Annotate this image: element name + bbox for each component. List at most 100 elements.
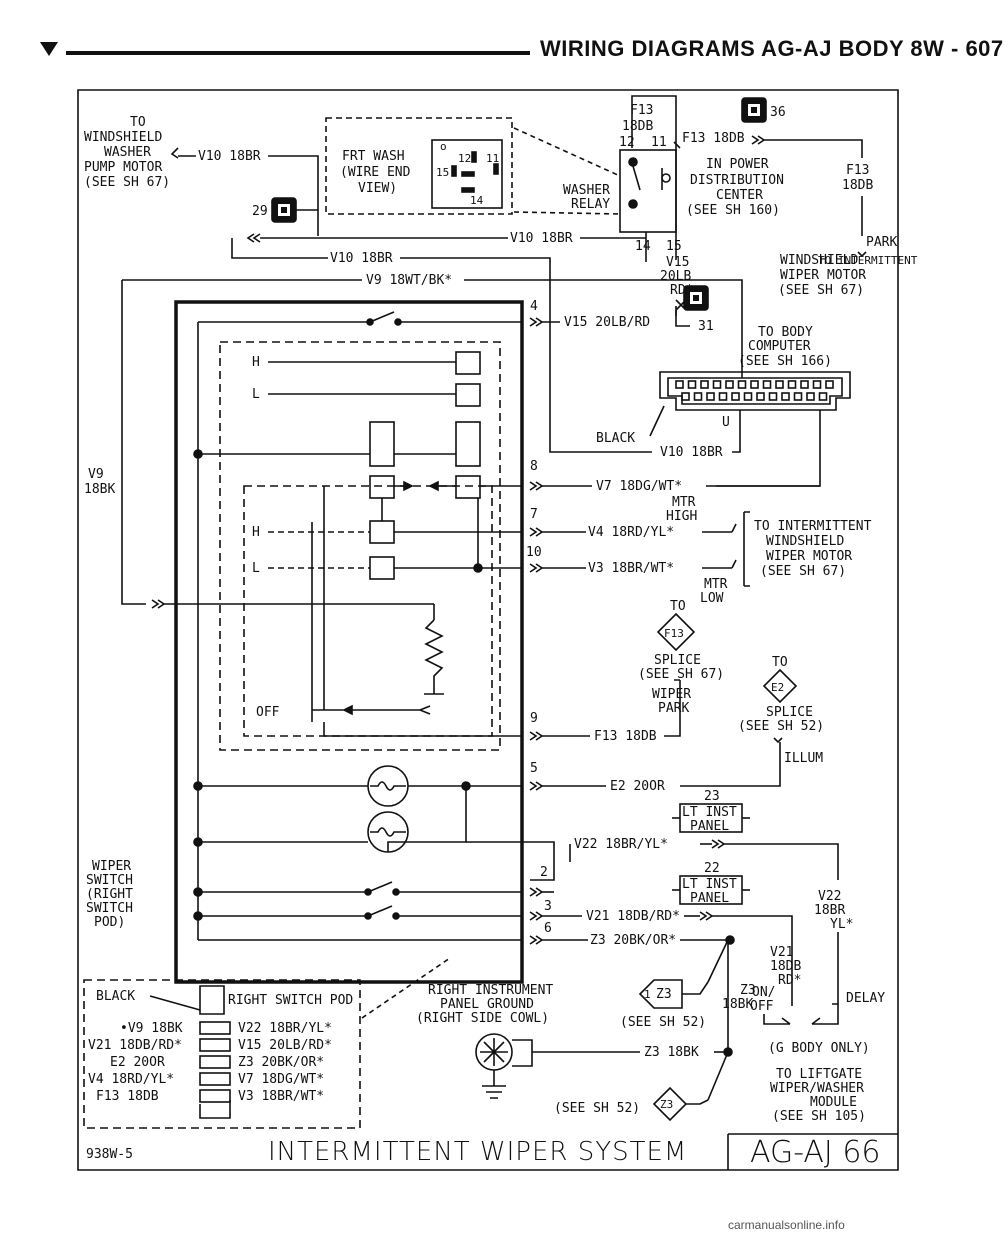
pod-row-left-label: F13 18DB: [96, 1089, 159, 1104]
wire-v10-loop: [231, 238, 328, 259]
label-pin-4: 4: [530, 299, 538, 314]
label-wiper-switch-4: POD): [94, 915, 125, 930]
label-conn-36: 36: [770, 105, 786, 120]
label-to-liftgate-1: WIPER/WASHER: [770, 1081, 864, 1096]
label-to-liftgate-3: (SEE SH 105): [772, 1109, 866, 1124]
label-v15-1: 20LB: [660, 269, 691, 284]
relay-contact: [632, 165, 641, 191]
label-v10-18br-b: V10 18BR: [510, 231, 573, 246]
header-rule: [66, 51, 530, 55]
label-socket-15: 15: [436, 166, 449, 179]
label-splice-52-1: (SEE SH 52): [738, 719, 824, 734]
wire-connector-mark: [529, 527, 544, 537]
wire-connector-mark: [246, 233, 261, 243]
label-z3-a: Z3: [656, 987, 672, 1002]
label-to-body-1: COMPUTER: [748, 339, 811, 354]
wire-v9-left: [121, 280, 146, 605]
label-v3-18br-wt: V3 18BR/WT*: [588, 561, 674, 576]
label-e2: E2: [771, 681, 784, 694]
label-page-code: AG-AJ 66: [750, 1135, 881, 1170]
label-relay-pin-12: 12: [619, 135, 635, 150]
label-f13-park-1: 18DB: [842, 178, 873, 193]
label-z3-1: 1: [644, 988, 651, 1001]
connector-pin: [768, 392, 778, 401]
label-diagram-title: INTERMITTENT WIPER SYSTEM: [268, 1137, 687, 1167]
connector-pin: [681, 392, 690, 401]
connector-pin: [793, 392, 803, 401]
label-ipdc-3: (SEE SH 160): [686, 203, 780, 218]
label-washer-relay-1: RELAY: [571, 197, 610, 212]
label-to-liftgate-0: TO LIFTGATE: [776, 1067, 862, 1082]
label-mtr-high-1: HIGH: [666, 509, 697, 524]
label-pod-title: RIGHT SWITCH POD: [228, 993, 353, 1008]
label-frt-wash-0: FRT WASH: [342, 149, 405, 164]
label-to-iww-2-0: TO INTERMITTENT: [754, 519, 872, 534]
label-lt-inst-1-0: LT INST: [682, 805, 737, 820]
ground-lamp-icon: [475, 1033, 533, 1099]
label-ipdc-0: IN POWER: [706, 157, 769, 172]
pod-row-left-label: V21 18DB/RD*: [88, 1038, 182, 1053]
label-rip-ground-0: RIGHT INSTRUMENT: [428, 983, 553, 998]
wire-connector-mark: [751, 135, 766, 145]
label-black: BLACK: [596, 431, 635, 446]
label-sw-l: L: [252, 387, 260, 402]
connector-pin: [725, 380, 734, 389]
label-z3-18bk-1: 18BK: [722, 997, 753, 1012]
connector-pin: [787, 380, 797, 389]
label-v21-r-1: 18DB: [770, 959, 801, 974]
label-to-wsw-pump-2: WASHER: [104, 145, 151, 160]
label-pin-2: 2: [540, 865, 548, 880]
label-v15-0: V15: [666, 255, 689, 270]
label-pin-9: 9: [530, 711, 538, 726]
label-washer-relay-0: WASHER: [563, 183, 610, 198]
label-off: OFF: [256, 705, 280, 720]
wire-connector-mark: [529, 935, 544, 945]
label-e2-20or: E2 20OR: [610, 779, 665, 794]
wire-v9-right: [464, 279, 743, 306]
label-see-52-b: (SEE SH 52): [554, 1101, 640, 1116]
label-lt-inst-2-0: LT INST: [682, 877, 737, 892]
label-v22-18br-yl: V22 18BR/YL*: [574, 837, 668, 852]
connector-pin: [718, 392, 728, 401]
connector-31-icon: [683, 285, 709, 311]
label-f13-park-0: F13: [846, 163, 869, 178]
label-frt-wash-2: VIEW): [358, 181, 397, 196]
label-f13-vert-0: F13: [630, 103, 653, 118]
label-u: U: [722, 415, 730, 430]
wiper-switch-box: [174, 300, 524, 984]
label-mtr-high-0: MTR: [672, 495, 696, 510]
label-on-off-1: OFF: [750, 999, 774, 1014]
pod-row-right-label: V22 18BR/YL*: [238, 1021, 332, 1036]
label-wiper-park-1: PARK: [658, 701, 689, 716]
connector-pin: [806, 392, 815, 401]
label-v22-r-0: V22: [818, 889, 841, 904]
connector-pin: [731, 392, 740, 401]
body-computer-pins: [675, 380, 834, 401]
label-z3-18bk-h: Z3 18BK: [644, 1045, 699, 1060]
label-wiper-switch-0: WIPER: [92, 859, 131, 874]
connector-pin: [700, 380, 709, 389]
label-wiper-switch-3: SWITCH: [86, 901, 133, 916]
label-pin-8: 8: [530, 459, 538, 474]
label-to-iww-1-3: (SEE SH 67): [778, 283, 864, 298]
connector-pin: [762, 380, 772, 389]
label-v9-18wt-bk: V9 18WT/BK*: [366, 273, 452, 288]
wire-connector-mark: [699, 911, 714, 921]
splice-f13-icon: [656, 612, 696, 652]
label-to-iww-1-2: WIPER MOTOR: [780, 268, 866, 283]
label-to-wsw-pump-4: (SEE SH 67): [84, 175, 170, 190]
label-pin-3: 3: [544, 899, 552, 914]
label-to-f13: TO: [670, 599, 686, 614]
label-rip-ground-2: (RIGHT SIDE COWL): [416, 1011, 549, 1026]
leader-line: [513, 211, 621, 215]
pod-pin-cell: [199, 1089, 231, 1103]
washer-relay-box: [619, 149, 677, 233]
label-f13-18db-right: F13 18DB: [682, 131, 745, 146]
label-conn-29: 29: [252, 204, 268, 219]
label-wiper-park-0: WIPER: [652, 687, 691, 702]
label-f13-18db-b: F13 18DB: [594, 729, 657, 744]
label-to-e2: TO: [772, 655, 788, 670]
label-rip-ground-1: PANEL GROUND: [440, 997, 534, 1012]
label-sw-l2: L: [252, 561, 260, 576]
label-v9-18bk-0: V9: [88, 467, 104, 482]
